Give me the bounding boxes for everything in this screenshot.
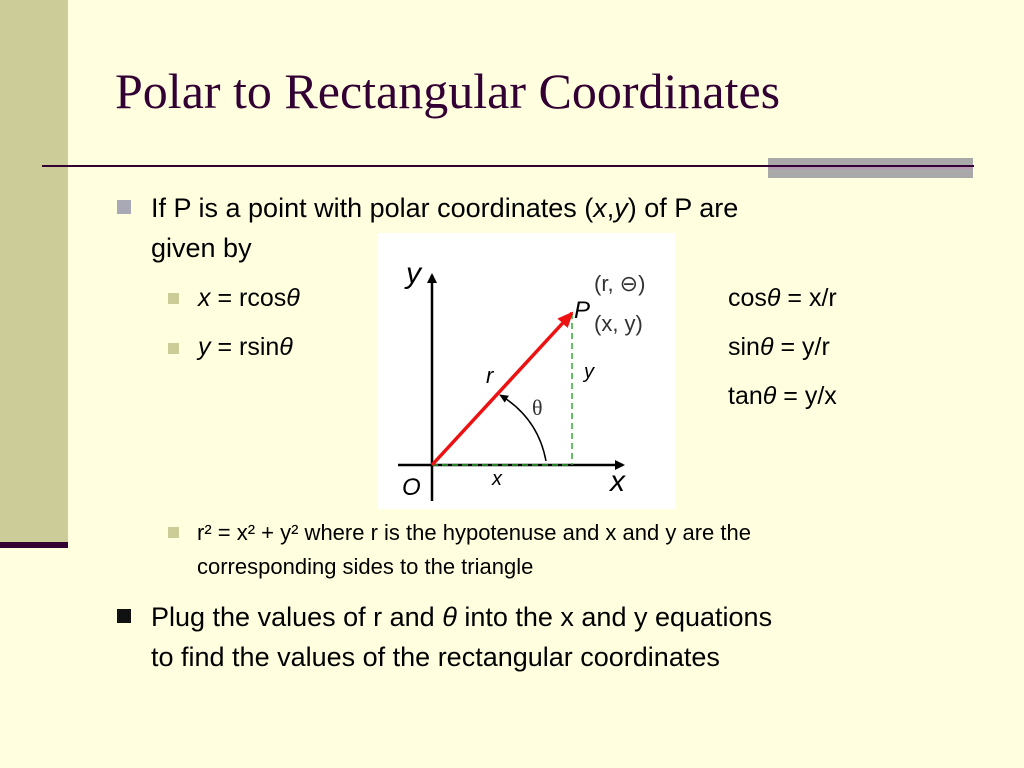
bullet-text: ) of P are — [627, 193, 739, 223]
theta-symbol: θ — [279, 333, 293, 361]
trig-rest: = x/r — [780, 284, 837, 312]
theta-symbol: θ — [759, 333, 774, 361]
sub-bullet-square-icon — [168, 343, 179, 354]
slide-sidebar-band — [0, 0, 68, 545]
y-axis-label: y — [404, 257, 423, 290]
bullet-square-icon — [117, 200, 131, 214]
theta-symbol: θ — [766, 284, 781, 312]
var-y: y — [198, 333, 211, 361]
trig-rest: = y/x — [776, 382, 837, 410]
bullet-polar-definition: If P is a point with polar coordinates (… — [151, 188, 738, 228]
formula-text: = rsin — [210, 333, 280, 361]
title-divider-accent-glow — [768, 167, 973, 169]
var-x: x — [198, 284, 211, 312]
bullet-plug-values: Plug the values of r and θ into the x an… — [151, 597, 772, 637]
var-y: y — [614, 193, 628, 223]
bullet-plug-values-line2: to find the values of the rectangular co… — [151, 642, 720, 672]
bullet-square-icon — [117, 609, 131, 623]
title-divider — [42, 165, 974, 167]
var-x: x — [593, 193, 607, 223]
trig-fn: cos — [728, 284, 767, 312]
origin-label: O — [402, 474, 421, 501]
theta-symbol: θ — [442, 602, 457, 632]
polar-coords-label: (r, ⊖) — [594, 271, 645, 296]
x-leg-label: x — [491, 468, 503, 490]
point-label: P — [574, 297, 590, 324]
r-label: r — [486, 363, 495, 388]
formula-x: x = rcosθ — [198, 280, 300, 316]
trig-sin: sinθ = y/r — [728, 329, 830, 365]
formula-text: = rcos — [210, 284, 287, 312]
trig-rest: = y/r — [773, 333, 830, 361]
trig-tan: tanθ = y/x — [728, 378, 837, 414]
sidebar-rule — [0, 542, 68, 548]
theta-symbol: θ — [286, 284, 300, 312]
bullet-polar-definition-line2: given by — [151, 233, 252, 263]
theta-symbol: θ — [762, 382, 777, 410]
bullet-text: If P is a point with polar coordinates ( — [151, 193, 594, 223]
pythagorean-note-line2: corresponding sides to the triangle — [197, 554, 534, 579]
trig-fn: sin — [728, 333, 760, 361]
r-vector — [430, 311, 574, 467]
rect-coords-label: (x, y) — [594, 311, 643, 336]
y-leg-label: y — [582, 361, 595, 383]
comma: , — [606, 193, 615, 223]
bullet-text: Plug the values of r and — [151, 602, 443, 632]
trig-cos: cosθ = x/r — [728, 280, 837, 316]
polar-diagram-svg: y x O P (r, ⊖) (x, y) r θ x y — [398, 257, 645, 501]
x-axis-label: x — [608, 465, 626, 498]
title-divider-accent-line — [768, 165, 973, 167]
formula-y: y = rsinθ — [198, 329, 293, 365]
slide-title: Polar to Rectangular Coordinates — [115, 63, 781, 119]
bullet-text: into the x and y equations — [456, 602, 773, 632]
theta-label: θ — [532, 395, 543, 420]
pythagorean-note: r² = x² + y² where r is the hypotenuse a… — [197, 520, 751, 545]
sub-bullet-square-icon — [168, 527, 179, 538]
trig-fn: tan — [728, 382, 763, 410]
polar-diagram: y x O P (r, ⊖) (x, y) r θ x y — [378, 233, 675, 509]
theta-arc — [499, 394, 547, 462]
sub-bullet-square-icon — [168, 293, 179, 304]
